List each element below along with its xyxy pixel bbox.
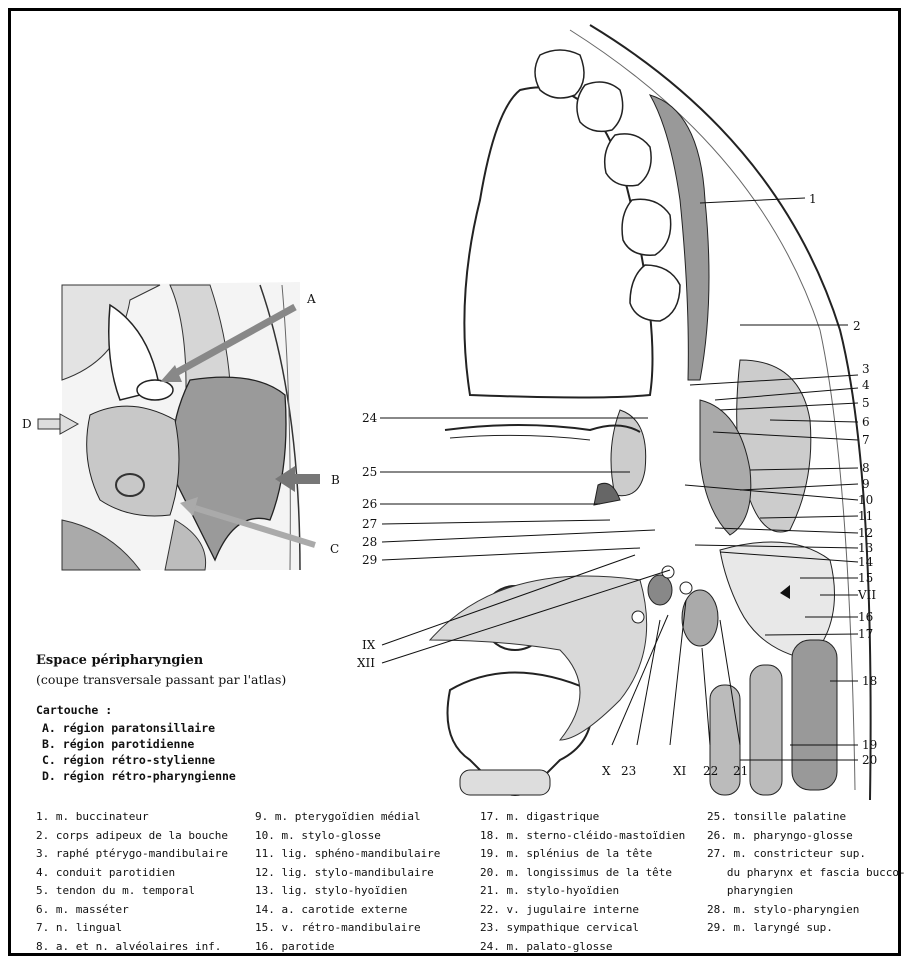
inset-label-d: D	[22, 417, 32, 431]
legend-column-4: 25. tonsille palatine 26. m. pharyngo-gl…	[707, 808, 906, 938]
legend-item: 29. m. laryngé sup.	[707, 919, 906, 938]
legend-item: 2. corps adipeux de la bouche	[36, 827, 228, 846]
cartouche-item-a: A. région paratonsillaire	[36, 720, 336, 736]
legend-item: 26. m. pharyngo-glosse	[707, 827, 906, 846]
legend-column-2: 9. m. pterygoïdien médial 10. m. stylo-g…	[255, 808, 440, 956]
callout-9: 9	[862, 477, 870, 491]
callout-8: 8	[862, 461, 870, 475]
callout-16: 16	[858, 610, 873, 624]
callout-21: 21	[733, 764, 748, 778]
figure-caption: Espace péripharyngien (coupe transversal…	[36, 653, 416, 687]
callout-20: 20	[862, 753, 877, 767]
legend-item: 8. a. et n. alvéolaires inf.	[36, 938, 228, 957]
inset-drawing	[38, 282, 320, 570]
callout-13: 13	[858, 541, 873, 555]
callout-17: 17	[858, 627, 873, 641]
callout-29: 29	[362, 553, 377, 567]
cartouche-item-b: B. région parotidienne	[36, 736, 336, 752]
legend-item: 10. m. stylo-glosse	[255, 827, 440, 846]
legend-item: 7. n. lingual	[36, 919, 228, 938]
inset-label-c: C	[330, 542, 339, 556]
callout-27: 27	[362, 517, 377, 531]
callout-25: 25	[362, 465, 377, 479]
legend-item: 5. tendon du m. temporal	[36, 882, 228, 901]
legend-item: 28. m. stylo-pharyngien	[707, 901, 906, 920]
callout-26: 26	[362, 497, 377, 511]
callout-12: 12	[858, 526, 873, 540]
callout-23: 23	[621, 764, 636, 778]
callout-18: 18	[862, 674, 877, 688]
inset-label-b: B	[331, 473, 340, 487]
legend-item: 14. a. carotide externe	[255, 901, 440, 920]
callout-14: 14	[858, 555, 874, 569]
legend-item: 19. m. splénius de la tête	[480, 845, 685, 864]
legend-item: 21. m. stylo-hyoïdien	[480, 882, 685, 901]
callout-19: 19	[862, 738, 877, 752]
legend-column-1: 1. m. buccinateur 2. corps adipeux de la…	[36, 808, 228, 956]
legend-column-3: 17. m. digastrique 18. m. sterno-cléido-…	[480, 808, 685, 956]
legend-item: 24. m. palato-glosse	[480, 938, 685, 957]
legend-item: 6. m. masséter	[36, 901, 228, 920]
legend-item: 22. v. jugulaire interne	[480, 901, 685, 920]
legend-item: 18. m. sterno-cléido-mastoïdien	[480, 827, 685, 846]
callout-xi: XI	[673, 764, 687, 778]
callout-11: 11	[858, 509, 873, 523]
legend-item: pharyngien	[707, 882, 906, 901]
callout-15: 15	[858, 571, 873, 585]
legend-item: 1. m. buccinateur	[36, 808, 228, 827]
legend-item: 9. m. pterygoïdien médial	[255, 808, 440, 827]
legend-item: 15. v. rétro-mandibulaire	[255, 919, 440, 938]
legend-item: 13. lig. stylo-hyoïdien	[255, 882, 440, 901]
cartouche-item-c: C. région rétro-stylienne	[36, 752, 336, 768]
legend-item: 20. m. longissimus de la tête	[480, 864, 685, 883]
callout-10: 10	[858, 493, 873, 507]
legend-item: 17. m. digastrique	[480, 808, 685, 827]
callout-x: X	[602, 764, 611, 778]
callout-7: 7	[862, 433, 870, 447]
callout-vii: VII	[857, 588, 876, 602]
legend-item: 23. sympathique cervical	[480, 919, 685, 938]
callout-2: 2	[853, 319, 861, 333]
main-section-drawing	[430, 25, 871, 800]
callout-24: 24	[362, 411, 378, 425]
callout-28: 28	[362, 535, 377, 549]
legend-item: 16. parotide	[255, 938, 440, 957]
cartouche-item-d: D. région rétro-pharyngienne	[36, 768, 336, 784]
legend-item: du pharynx et fascia bucco-	[707, 864, 906, 883]
legend-item: 4. conduit parotidien	[36, 864, 228, 883]
callout-4: 4	[862, 378, 870, 392]
cartouche-heading: Cartouche :	[36, 703, 336, 717]
callout-5: 5	[862, 396, 870, 410]
legend-item: 25. tonsille palatine	[707, 808, 906, 827]
callout-3: 3	[862, 362, 870, 376]
caption-subtitle: (coupe transversale passant par l'atlas)	[36, 672, 416, 687]
caption-title: Espace péripharyngien	[36, 653, 416, 668]
inset-label-a: A	[306, 292, 316, 306]
legend-item: 27. m. constricteur sup.	[707, 845, 906, 864]
legend-item: 12. lig. stylo-mandibulaire	[255, 864, 440, 883]
legend-item: 11. lig. sphéno-mandibulaire	[255, 845, 440, 864]
legend-item: 3. raphé ptérygo-mandibulaire	[36, 845, 228, 864]
callout-ix: IX	[362, 638, 376, 652]
callout-6: 6	[862, 415, 870, 429]
cartouche-legend: Cartouche : A. région paratonsillaire B.…	[36, 703, 336, 784]
callout-1: 1	[809, 192, 817, 206]
callout-22: 22	[703, 764, 718, 778]
